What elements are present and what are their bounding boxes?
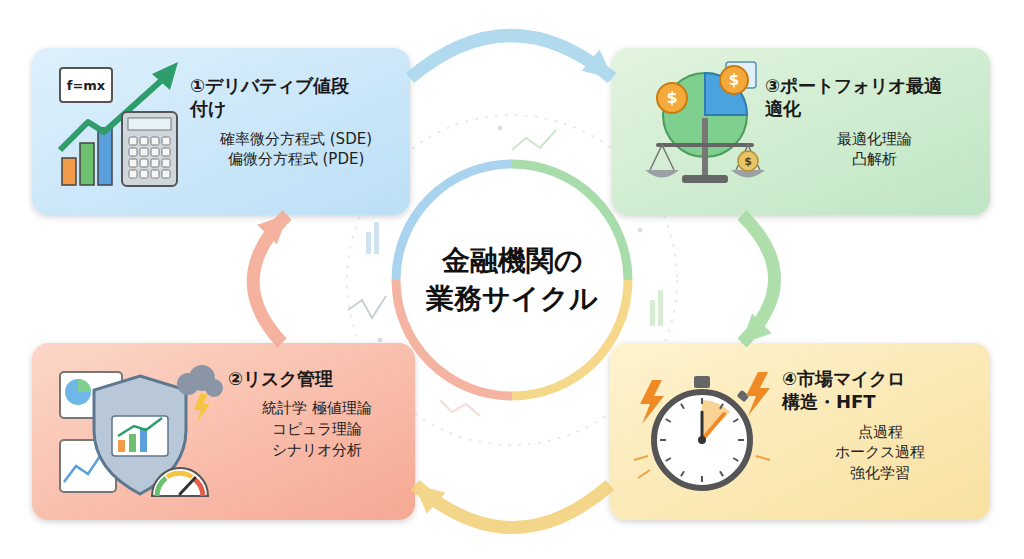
pricing-icon-part <box>98 128 112 185</box>
stopwatch-icon-part <box>756 456 770 460</box>
portfolio-icon-part <box>657 83 687 113</box>
box-shape <box>32 48 410 215</box>
process-box: ①デリバティブ値段付け確率微分方程式 (SDE) 偏微分方程式 (PDE) <box>32 48 410 215</box>
portfolio-icon-part <box>736 145 760 170</box>
risk-icon-part <box>180 478 195 494</box>
decor-charts-part <box>348 296 386 318</box>
risk-icon-part <box>78 379 91 392</box>
icon-label: f=mx <box>67 79 105 92</box>
risk-icon-part <box>129 434 136 452</box>
box-heading: ④市場マイクロ構造・HFT <box>782 367 922 414</box>
box-body: 点過程 ホークス過程 強化学習 <box>815 422 945 484</box>
cycle-arrow <box>742 215 775 343</box>
watch-tick <box>701 398 703 404</box>
box-shape <box>32 343 415 520</box>
portfolio-icon-part <box>720 66 748 94</box>
portfolio-icon <box>645 62 765 183</box>
stopwatch-icon-part <box>638 470 650 478</box>
stopwatch-icon-part <box>640 380 664 424</box>
box-heading: ①デリバティブ値段付け <box>190 74 365 121</box>
box-shape <box>612 48 990 215</box>
pricing-icon-part <box>80 143 94 185</box>
watch-tick <box>701 476 703 482</box>
watch-tick <box>738 439 744 441</box>
watch-tick <box>666 419 671 422</box>
circle-shape <box>400 168 624 392</box>
risk-icon-part <box>152 468 208 496</box>
cycle-arrow <box>415 485 610 528</box>
icon-label: $ <box>744 156 752 167</box>
watch-tick <box>666 458 671 461</box>
decor-charts-part <box>440 400 480 416</box>
text-column: ②リスク管理統計学 極値理論 コピュラ理論 シナリオ分析 <box>228 367 406 460</box>
risk-icon-part <box>65 379 91 405</box>
box-shape <box>610 343 990 520</box>
center-circle: 金融機関の 業務サイクル <box>400 168 624 392</box>
decor-charts-part <box>650 300 655 326</box>
decor-charts-part <box>638 228 643 233</box>
watch-tick <box>733 419 738 422</box>
pricing-icon-part <box>60 68 112 102</box>
decor-charts-part <box>374 222 379 254</box>
risk-icon-part <box>194 394 210 424</box>
pricing-icon-part <box>128 136 172 180</box>
watch-tick <box>660 439 666 441</box>
box-heading: ②リスク管理 <box>228 367 398 390</box>
text-column: ④市場マイクロ構造・HFT 点過程 ホークス過程 強化学習 <box>782 367 978 484</box>
portfolio-icon-part <box>658 143 752 147</box>
icon-label: $ <box>729 73 739 88</box>
decor-charts-part <box>498 126 503 131</box>
watch-tick <box>720 471 723 476</box>
text-column: ①デリバティブ値段付け確率微分方程式 (SDE) 偏微分方程式 (PDE) <box>190 74 402 170</box>
stopwatch-icon <box>634 372 770 488</box>
watch-tick <box>681 404 684 409</box>
decor-charts-part <box>366 232 371 254</box>
portfolio-icon-part <box>682 175 728 183</box>
box-body: 統計学 極値理論 コピュラ理論 シナリオ分析 <box>252 398 382 460</box>
decor-charts-part <box>658 290 663 326</box>
cycle-arrow <box>253 215 287 343</box>
portfolio-icon-part <box>645 170 679 178</box>
risk-icon-part <box>112 416 168 456</box>
risk-icon-part <box>140 428 147 452</box>
box-body: 確率微分方程式 (SDE) 偏微分方程式 (PDE) <box>196 129 396 170</box>
pricing-icon-part <box>152 62 178 90</box>
stopwatch-icon-part <box>702 400 730 440</box>
watch-tick <box>733 458 738 461</box>
icon-label: $ <box>666 90 677 106</box>
center-title: 金融機関の 業務サイクル <box>417 242 607 318</box>
risk-icon-part <box>118 418 162 436</box>
stopwatch-icon-part <box>701 412 704 440</box>
center-ring <box>396 164 628 396</box>
pricing-icon-part <box>62 158 76 185</box>
process-box: ④市場マイクロ構造・HFT 点過程 ホークス過程 強化学習 <box>610 343 990 520</box>
text-column: ③ポートフォリオ最適適化最適化理論 凸解析 <box>765 74 983 170</box>
stopwatch-icon-part <box>634 456 648 460</box>
risk-icon-part <box>118 440 125 452</box>
box-heading: ③ポートフォリオ最適適化 <box>765 74 957 121</box>
stopwatch-icon-part <box>654 392 750 488</box>
stopwatch-icon-part <box>694 376 710 388</box>
decor-charts-part <box>378 338 383 343</box>
risk-icon <box>60 365 223 496</box>
risk-icon-part <box>157 478 166 496</box>
node-shapes <box>32 48 990 520</box>
risk-icon-part <box>167 473 192 477</box>
pricing-icon-part <box>128 118 171 130</box>
portfolio-icon-part <box>738 151 758 171</box>
box-body: 最適化理論 凸解析 <box>819 129 929 170</box>
stopwatch-icon-part <box>702 414 724 440</box>
pricing-icon-part <box>122 112 177 186</box>
cycle-arrow <box>410 36 612 79</box>
decor-charts-part <box>512 130 556 150</box>
stopwatch-icon-part <box>746 372 770 416</box>
process-box: ②リスク管理統計学 極値理論 コピュラ理論 シナリオ分析 <box>32 343 415 520</box>
watch-tick <box>720 404 723 409</box>
portfolio-icon-part <box>650 145 674 170</box>
process-box: ③ポートフォリオ最適適化最適化理論 凸解析 <box>612 48 990 215</box>
stopwatch-icon-part <box>698 436 706 444</box>
pricing-icon <box>60 62 178 186</box>
watch-tick <box>681 471 684 476</box>
